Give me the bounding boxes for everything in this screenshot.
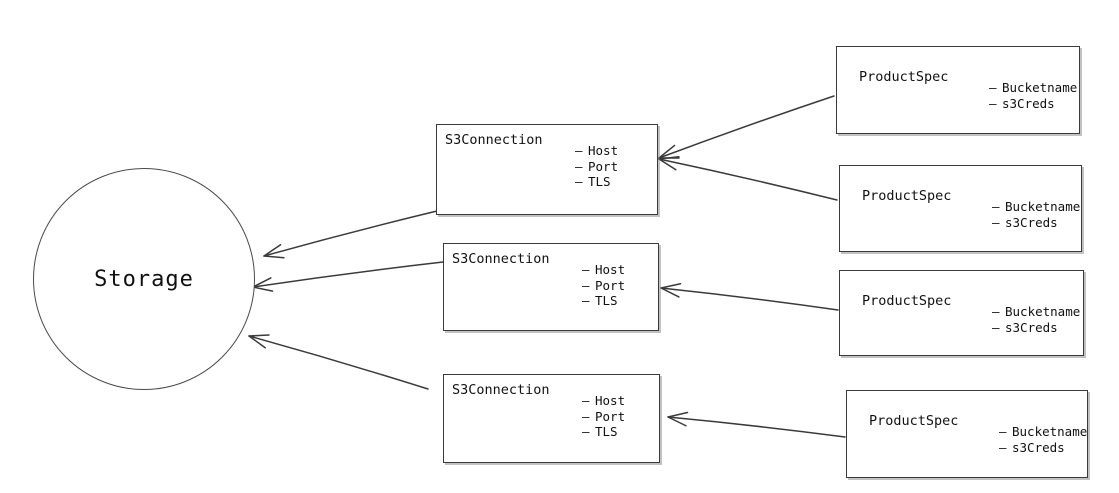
s3-connection-3-attribute: –Port bbox=[582, 409, 625, 425]
product-spec-1-attribute: –s3Creds bbox=[989, 96, 1077, 112]
bullet-dash-icon: – bbox=[575, 158, 583, 174]
s3-connection-1-attribute: –Port bbox=[575, 159, 618, 175]
product-spec-3-attribute: –s3Creds bbox=[992, 320, 1080, 336]
storage-circle-label: Storage bbox=[94, 266, 194, 292]
bullet-dash-icon: – bbox=[582, 424, 590, 439]
s3-connection-2-attribute: –Host bbox=[582, 262, 625, 278]
product-spec-3-node[interactable]: ProductSpec –Bucketname–s3Creds bbox=[839, 270, 1084, 356]
bullet-dash-icon: – bbox=[989, 80, 997, 95]
product-spec-1-node[interactable]: ProductSpec –Bucketname–s3Creds bbox=[836, 46, 1080, 134]
bullet-dash-icon: – bbox=[582, 408, 590, 424]
product-spec-4-attribute-label: Bucketname bbox=[1012, 424, 1088, 439]
edge-ps-2-to-s3-1 bbox=[658, 155, 838, 201]
s3-connection-3-title: S3Connection bbox=[452, 382, 550, 398]
product-spec-1-attribute-label: s3Creds bbox=[1002, 95, 1055, 111]
product-spec-2-attribute: –Bucketname bbox=[992, 199, 1080, 215]
bullet-dash-icon: – bbox=[992, 304, 1000, 319]
s3-connection-1-attribute-label: Host bbox=[588, 143, 619, 158]
s3-connection-3-attribute: –TLS bbox=[582, 424, 625, 440]
s3-connection-3-attribute-label: Host bbox=[595, 393, 626, 408]
bullet-dash-icon: – bbox=[992, 214, 1000, 230]
s3-connection-2-title: S3Connection bbox=[452, 251, 550, 267]
s3-connection-2-attribute: –Port bbox=[582, 278, 625, 294]
s3-connection-2-attribute: –TLS bbox=[582, 293, 625, 309]
product-spec-2-attribute: –s3Creds bbox=[992, 215, 1080, 231]
bullet-dash-icon: – bbox=[992, 199, 1000, 214]
arrowhead-icon bbox=[658, 155, 680, 171]
bullet-dash-icon: – bbox=[582, 262, 590, 277]
arrowhead-icon bbox=[660, 282, 682, 298]
arrowhead-icon bbox=[252, 277, 274, 292]
s3-connection-2-node[interactable]: S3Connection–Host–Port–TLS bbox=[443, 243, 659, 331]
product-spec-2-title: ProductSpec bbox=[862, 188, 952, 204]
s3-connection-1-attribute-label: Port bbox=[588, 158, 619, 174]
product-spec-1-attribute-label: Bucketname bbox=[1002, 80, 1078, 95]
s3-connection-1-attribute-label: TLS bbox=[588, 174, 611, 189]
edge-line bbox=[263, 210, 438, 257]
s3-connection-2-attribute-list: –Host–Port–TLS bbox=[582, 262, 625, 309]
bullet-dash-icon: – bbox=[999, 424, 1007, 439]
edge-s3-1-to-storage bbox=[263, 210, 438, 259]
bullet-dash-icon: – bbox=[575, 143, 583, 158]
product-spec-4-attribute: –s3Creds bbox=[999, 440, 1087, 456]
s3-connection-1-node[interactable]: S3Connection–Host–Port–TLS bbox=[436, 124, 658, 215]
product-spec-3-attribute-label: s3Creds bbox=[1005, 319, 1058, 335]
product-spec-4-attribute-list: –Bucketname–s3Creds bbox=[999, 424, 1087, 455]
product-spec-3-attribute-list: –Bucketname–s3Creds bbox=[992, 304, 1080, 335]
product-spec-3-attribute: –Bucketname bbox=[992, 304, 1080, 320]
bullet-dash-icon: – bbox=[575, 174, 583, 189]
s3-connection-3-attribute-label: Port bbox=[595, 408, 626, 424]
edge-ps-1-to-s3-1 bbox=[658, 95, 835, 159]
storage-circle-node[interactable]: Storage bbox=[33, 168, 255, 390]
bullet-dash-icon: – bbox=[582, 393, 590, 408]
s3-connection-1-attribute-list: –Host–Port–TLS bbox=[575, 143, 618, 190]
product-spec-4-attribute: –Bucketname bbox=[999, 424, 1087, 440]
s3-connection-2-attribute-label: TLS bbox=[595, 293, 618, 308]
s3-connection-1-attribute: –Host bbox=[575, 143, 618, 159]
s3-connection-1-attribute: –TLS bbox=[575, 174, 618, 190]
bullet-dash-icon: – bbox=[999, 439, 1007, 455]
edge-line bbox=[658, 95, 835, 159]
arrowhead-icon bbox=[248, 334, 270, 349]
edge-line bbox=[252, 261, 444, 288]
product-spec-2-attribute-label: Bucketname bbox=[1005, 199, 1081, 214]
s3-connection-3-attribute-label: TLS bbox=[595, 424, 618, 439]
edge-line bbox=[248, 335, 429, 390]
s3-connection-3-node[interactable]: S3Connection–Host–Port–TLS bbox=[443, 374, 660, 463]
edge-line bbox=[667, 416, 846, 438]
s3-connection-1-title: S3Connection bbox=[445, 132, 543, 148]
edge-s3-3-to-storage bbox=[248, 334, 429, 390]
s3-connection-3-attribute-list: –Host–Port–TLS bbox=[582, 393, 625, 440]
bullet-dash-icon: – bbox=[582, 293, 590, 308]
product-spec-2-attribute-label: s3Creds bbox=[1005, 214, 1058, 230]
s3-connection-3-attribute: –Host bbox=[582, 393, 625, 409]
product-spec-3-attribute-label: Bucketname bbox=[1005, 304, 1081, 319]
product-spec-4-node[interactable]: ProductSpec –Bucketname–s3Creds bbox=[846, 390, 1088, 478]
edge-line bbox=[658, 158, 838, 201]
s3-connection-2-attribute-label: Host bbox=[595, 262, 626, 277]
arrowhead-icon bbox=[263, 244, 285, 259]
product-spec-4-title: ProductSpec bbox=[869, 413, 959, 429]
bullet-dash-icon: – bbox=[992, 319, 1000, 335]
edge-line bbox=[660, 287, 839, 311]
edge-s3-2-to-storage bbox=[252, 261, 444, 292]
product-spec-3-title: ProductSpec bbox=[862, 293, 952, 309]
bullet-dash-icon: – bbox=[989, 95, 997, 111]
product-spec-2-node[interactable]: ProductSpec –Bucketname–s3Creds bbox=[839, 165, 1082, 252]
edge-ps-3-to-s3-2 bbox=[660, 282, 839, 311]
edge-ps-4-to-s3-3 bbox=[667, 411, 846, 438]
bullet-dash-icon: – bbox=[582, 277, 590, 293]
product-spec-2-attribute-list: –Bucketname–s3Creds bbox=[992, 199, 1080, 230]
arrowhead-icon bbox=[667, 411, 689, 427]
product-spec-1-attribute: –Bucketname bbox=[989, 80, 1077, 96]
s3-connection-2-attribute-label: Port bbox=[595, 277, 626, 293]
product-spec-4-attribute-label: s3Creds bbox=[1012, 439, 1065, 455]
product-spec-1-attribute-list: –Bucketname–s3Creds bbox=[989, 80, 1077, 111]
product-spec-1-title: ProductSpec bbox=[859, 69, 949, 85]
arrowhead-icon bbox=[658, 144, 680, 159]
